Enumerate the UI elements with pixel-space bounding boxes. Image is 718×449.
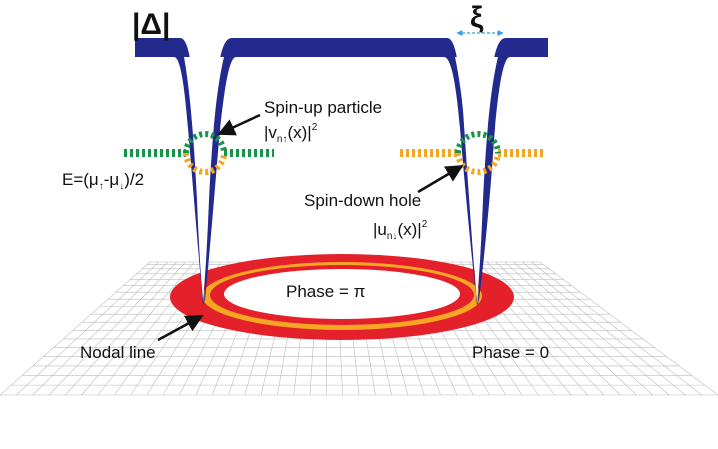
grid-column-line bbox=[32, 261, 168, 396]
left-dip-inner bbox=[184, 57, 224, 298]
grid-column-line bbox=[522, 261, 686, 396]
phase-pi-label: Phase = π bbox=[286, 282, 365, 301]
gap-magnitude-label: |Δ| bbox=[132, 8, 170, 41]
grid-column-line bbox=[81, 261, 195, 396]
spin-down-title: Spin-down hole bbox=[304, 191, 421, 210]
spin-up-title: Spin-up particle bbox=[264, 98, 382, 117]
spin-up-pointer-arrow bbox=[217, 113, 261, 136]
nodal-line-pointer-arrow bbox=[157, 314, 204, 342]
right-dip-inner bbox=[455, 57, 498, 298]
gap-profile-shape bbox=[135, 38, 548, 305]
inner-white-core bbox=[224, 269, 460, 319]
spin-up-particle-circle-top bbox=[183, 131, 227, 154]
grid-column-line bbox=[65, 261, 186, 396]
coherence-length-label: ξ bbox=[470, 1, 484, 34]
spin-down-hole-circle-bottom bbox=[455, 152, 501, 175]
grid-column-line bbox=[486, 261, 621, 396]
spin-up-formula: |vn↑(x)|2 bbox=[264, 122, 318, 145]
nodal-line-label: Nodal line bbox=[80, 343, 156, 362]
spin-up-particle-circle-bottom bbox=[183, 152, 227, 175]
grid-column-line bbox=[48, 261, 177, 396]
spin-down-pointer-arrow bbox=[417, 164, 464, 194]
grid-column-line bbox=[513, 261, 670, 396]
spin-down-formula: |un↓(x)|2 bbox=[373, 219, 428, 242]
grid-column-line bbox=[504, 261, 653, 396]
energy-label: E=(μ↑-μ↓)/2 bbox=[62, 170, 144, 192]
grid-column-line bbox=[495, 261, 637, 396]
spin-down-hole-circle-top bbox=[455, 131, 501, 154]
phase-zero-label: Phase = 0 bbox=[472, 343, 549, 362]
grid-column-line bbox=[0, 261, 151, 396]
grid-column-line bbox=[530, 261, 702, 396]
grid-column-line bbox=[539, 261, 718, 396]
grid-column-line bbox=[16, 261, 160, 396]
